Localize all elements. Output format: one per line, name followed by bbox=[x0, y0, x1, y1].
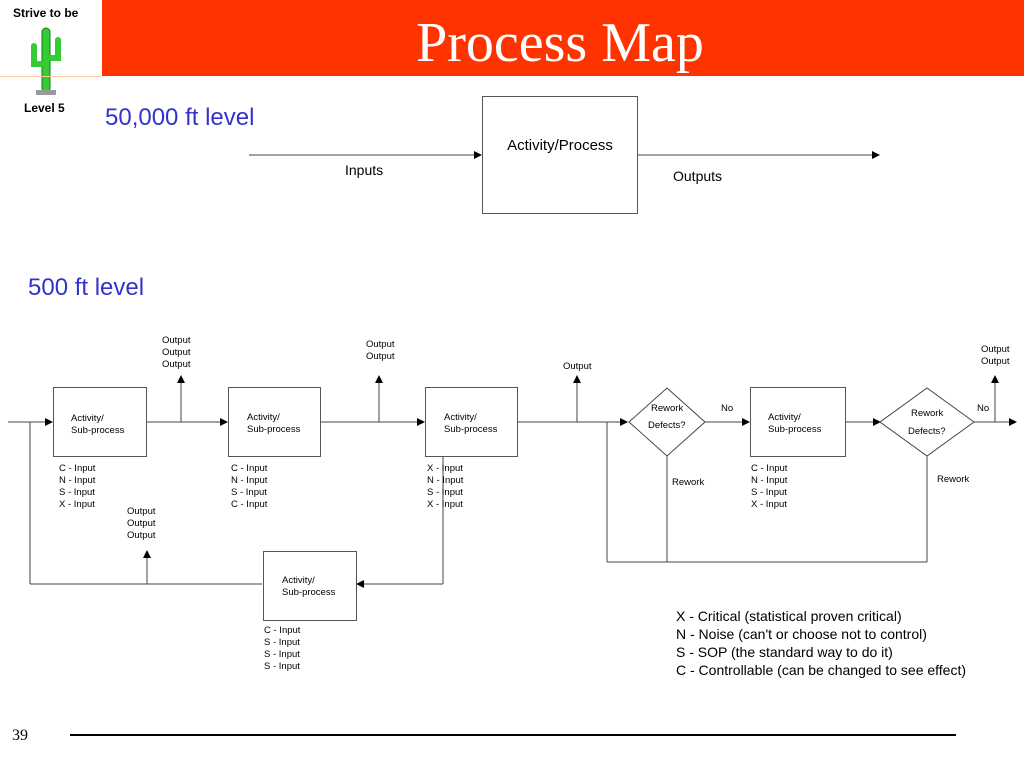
outputs-label: Outputs bbox=[673, 168, 723, 184]
level-heading-500: 500 ft level bbox=[28, 274, 145, 301]
legend-item: N - Noise (can't or choose not to contro… bbox=[676, 626, 927, 642]
subprocess-box: Activity/Sub-process bbox=[53, 387, 147, 457]
subprocess-box: Activity/Sub-process bbox=[228, 387, 321, 457]
decision-bottom-label: Defects? bbox=[908, 426, 946, 437]
legend-item: S - SOP (the standard way to do it) bbox=[676, 644, 893, 660]
legend-item: X - Critical (statistical proven critica… bbox=[676, 608, 902, 624]
subprocess-box: Activity/Sub-process bbox=[425, 387, 518, 457]
subprocess-box: Activity/Sub-process bbox=[263, 551, 357, 621]
decision-top-label: Rework bbox=[651, 403, 684, 414]
decision-rework-label: Rework bbox=[937, 474, 970, 485]
legend-item: C - Controllable (can be changed to see … bbox=[676, 662, 967, 678]
decision-no-label: No bbox=[721, 403, 734, 414]
activity-process-label: Activity/Process bbox=[507, 137, 613, 154]
output-list: Output bbox=[563, 361, 592, 372]
decision-rework-label: Rework bbox=[672, 477, 705, 488]
decision-top-label: Rework bbox=[911, 408, 944, 419]
decision-no-label: No bbox=[977, 403, 990, 414]
subprocess-label: Activity/Sub-process bbox=[444, 412, 498, 435]
footer-rule bbox=[70, 734, 956, 736]
logo: Strive to be Level 5 bbox=[0, 0, 100, 124]
slide-title: Process Map bbox=[416, 12, 704, 74]
subprocess-label: Activity/Sub-process bbox=[247, 412, 301, 435]
activity-process-box: Activity/Process bbox=[482, 96, 638, 214]
logo-bottom-text: Level 5 bbox=[24, 101, 65, 115]
logo-top-text: Strive to be bbox=[13, 6, 79, 20]
logo-divider bbox=[0, 76, 102, 77]
subprocess-label: Activity/Sub-process bbox=[282, 575, 336, 598]
inputs-label: Inputs bbox=[345, 162, 384, 178]
page-number: 39 bbox=[12, 727, 28, 744]
decision-diamond bbox=[879, 387, 975, 457]
decision-diamond bbox=[628, 387, 706, 457]
subprocess-box: Activity/Sub-process bbox=[750, 387, 846, 457]
subprocess-label: Activity/Sub-process bbox=[768, 412, 822, 435]
level-heading-50000: 50,000 ft level bbox=[105, 104, 255, 131]
legend: X - Critical (statistical proven critica… bbox=[676, 607, 966, 679]
subprocess-label: Activity/Sub-process bbox=[71, 413, 125, 436]
decision-bottom-label: Defects? bbox=[648, 420, 686, 431]
title-bar bbox=[102, 0, 1024, 76]
